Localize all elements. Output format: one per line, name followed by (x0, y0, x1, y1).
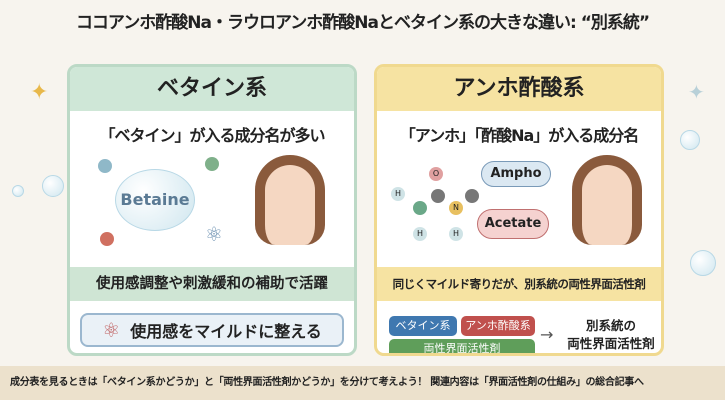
woman-illustration (255, 155, 325, 245)
atom-icon: ⚛ (205, 222, 223, 246)
molecule-icon (205, 157, 219, 171)
woman-illustration (572, 155, 642, 245)
acetate-label: Acetate (477, 209, 549, 239)
result-label: 別系統の 両性界面活性剤 (567, 318, 655, 351)
molecule-icon (100, 232, 114, 246)
footer-note: 成分表を見るときは「ベタイン系かどうか」と「両性界面活性剤かどうか」を分けて考え… (0, 366, 725, 400)
atom-h: H (391, 187, 405, 201)
betaine-bubble: Betaine (115, 169, 195, 231)
decor-bubble (12, 185, 24, 197)
betaine-bubble-label: Betaine (120, 190, 190, 209)
amphoteric-tag: 両性界面活性剤 (389, 339, 535, 353)
ampho-label: Ampho (481, 161, 551, 187)
betaine-subtitle: 「ベタイン」が入る成分名が多い (99, 126, 325, 145)
decor-bubble (680, 130, 700, 150)
betaine-header: ベタイン系 (70, 67, 354, 111)
atom-o: O (429, 167, 443, 181)
atom-c (431, 189, 445, 203)
page-title: ココアンホ酢酸Na・ラウロアンホ酢酸Naとベタイン系の大きな違い: “別系統” (75, 13, 650, 33)
mild-feel-box: ⚛ 使用感をマイルドに整える (80, 313, 344, 347)
sparkle-icon: ✦ (688, 80, 705, 104)
ampho-header: アンホ酢酸系 (377, 67, 661, 111)
molecule-icon (98, 159, 112, 173)
arrow-icon: → (540, 325, 554, 344)
ampho-tag: アンホ酢酸系 (461, 316, 535, 336)
atom-icon: ⚛ (102, 318, 121, 342)
atom-n: N (449, 201, 463, 215)
ampho-statement: 同じくマイルド寄りだが、別系統の両性界面活性剤 (377, 267, 661, 301)
sparkle-icon: ✦ (30, 80, 49, 105)
ampho-panel: アンホ酢酸系 「アンホ」「酢酸Na」が入る成分名 H H O N H Ampho… (374, 64, 664, 356)
betaine-panel: ベタイン系 「ベタイン」が入る成分名が多い Betaine ⚛ 使用感調整や刺激… (67, 64, 357, 356)
atom-c (413, 201, 427, 215)
betaine-statement: 使用感調整や刺激緩和の補助で活躍 (70, 267, 354, 301)
mild-feel-label: 使用感をマイルドに整える (130, 322, 322, 341)
betaine-illustration: Betaine ⚛ (70, 147, 354, 255)
ampho-subtitle: 「アンホ」「酢酸Na」が入る成分名 (399, 126, 640, 145)
ampho-illustration: H H O N H Ampho Acetate (377, 147, 661, 255)
betaine-tag: ベタイン系 (389, 316, 457, 336)
atom-h: H (449, 227, 463, 241)
atom-h: H (413, 227, 427, 241)
decor-bubble (690, 250, 716, 276)
decor-bubble (42, 175, 64, 197)
atom-c (465, 189, 479, 203)
